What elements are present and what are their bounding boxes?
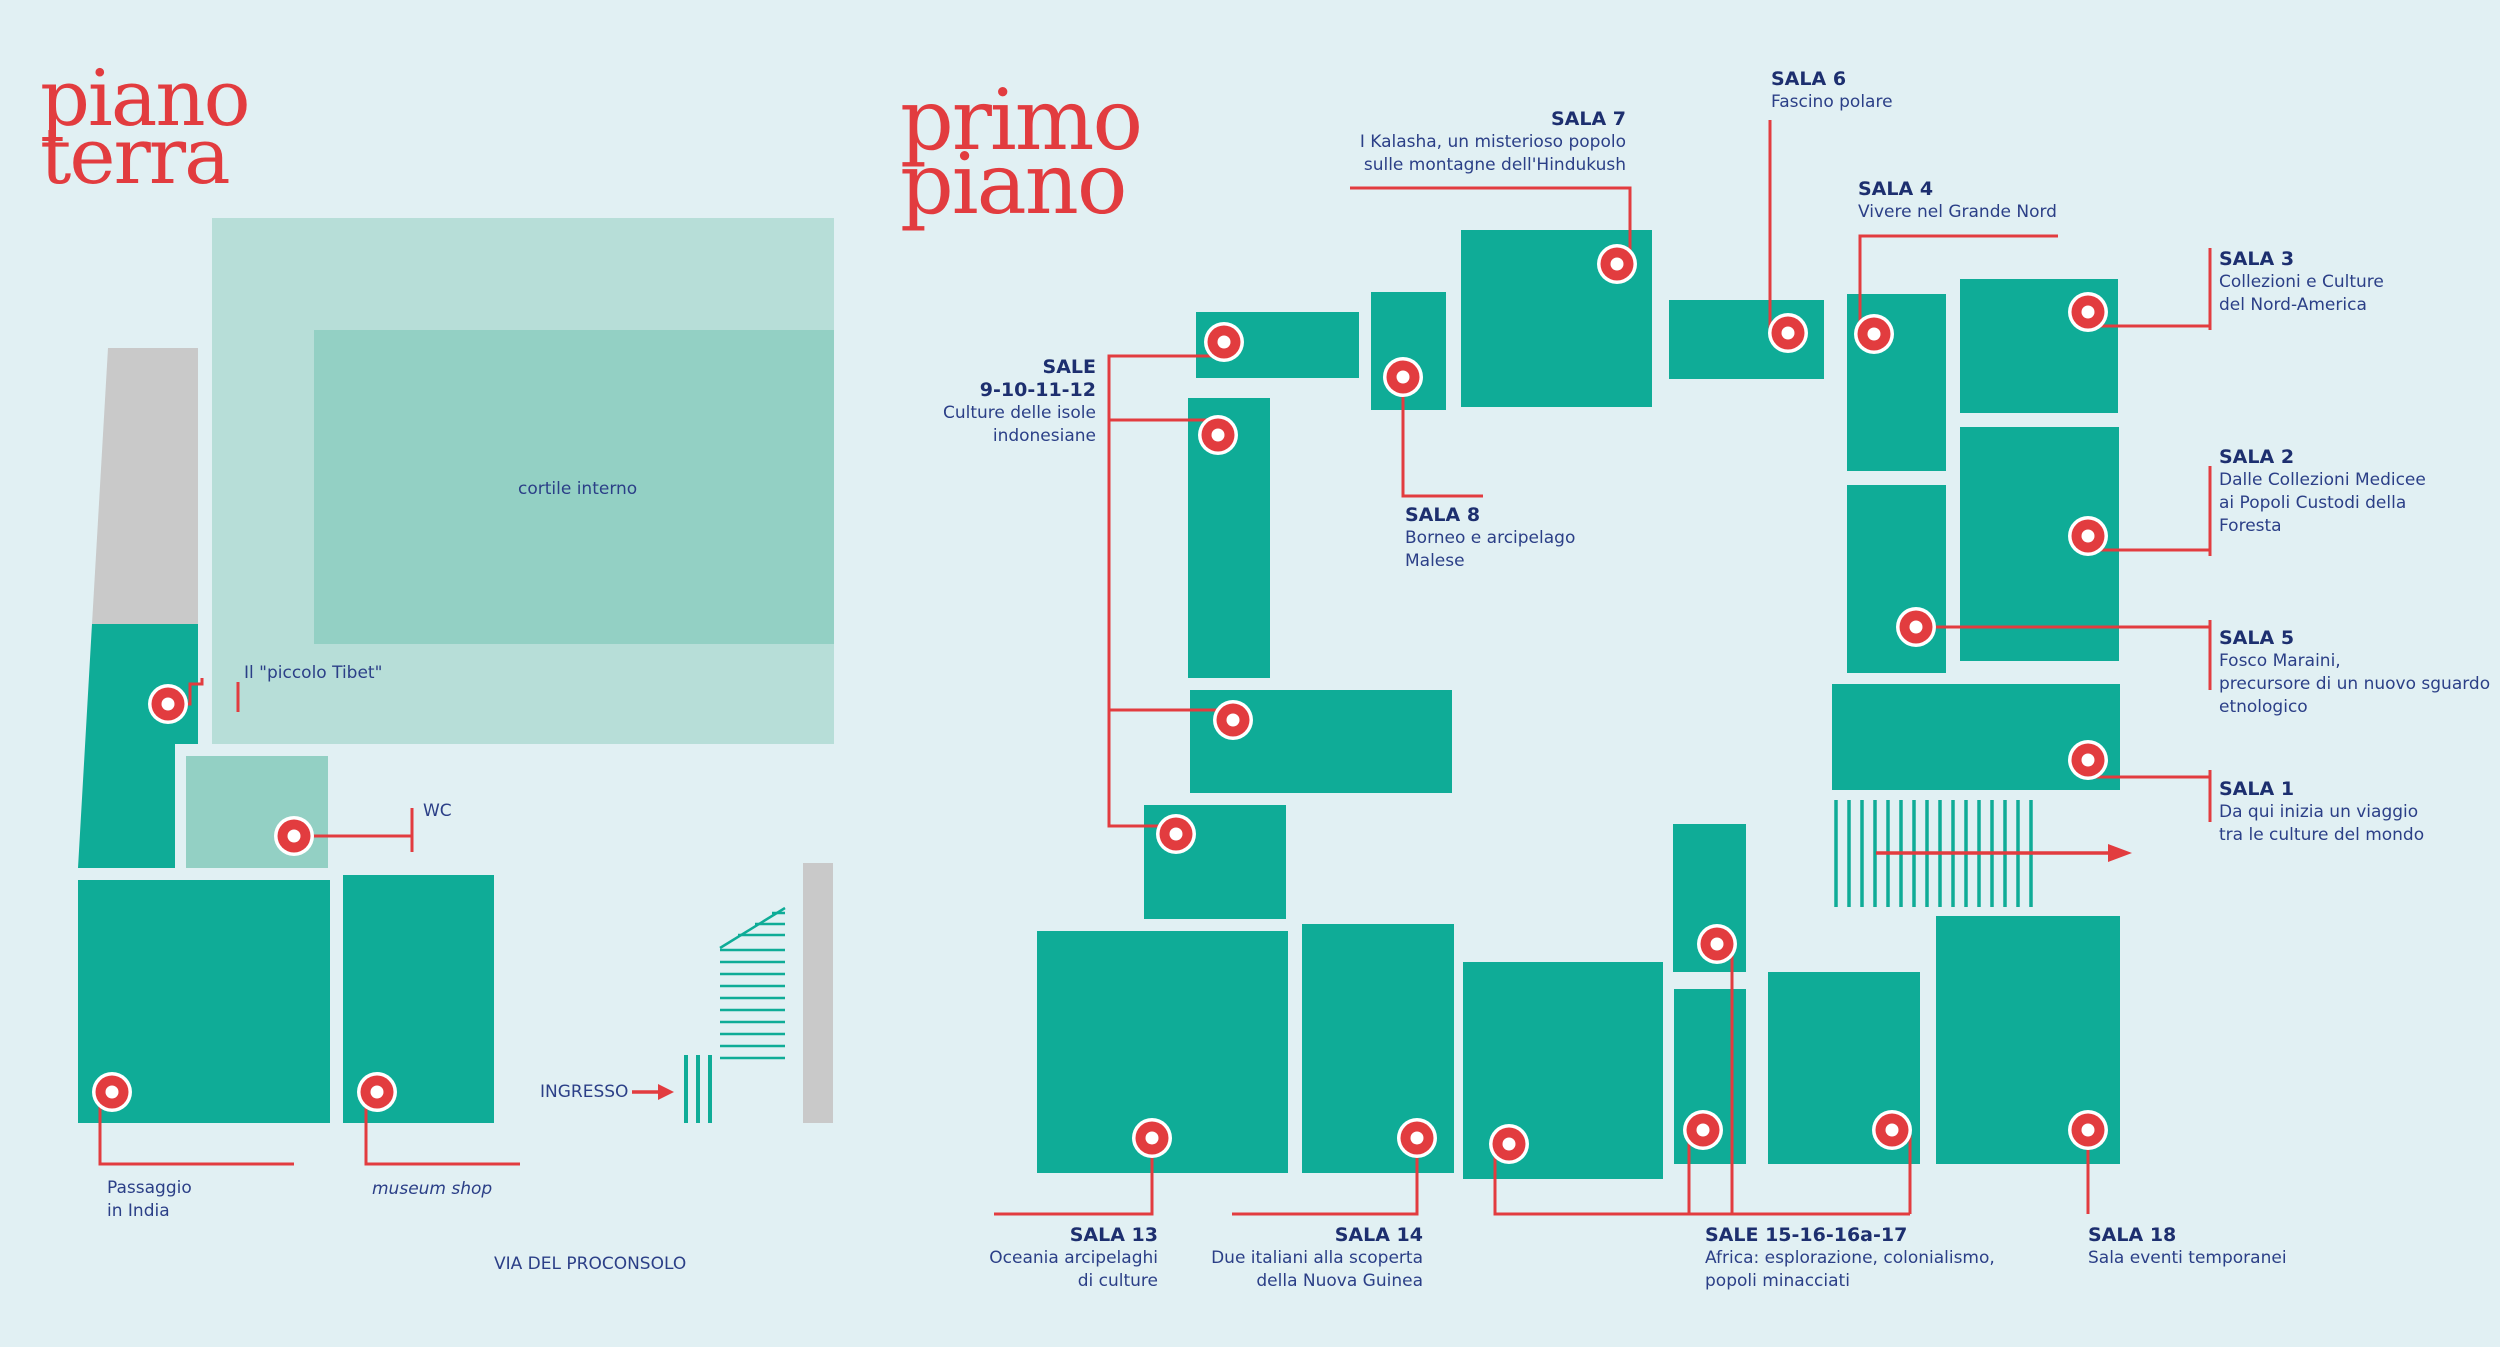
sale-9-12-heading1: SALE	[1042, 356, 1096, 378]
sala-4-heading: SALA 4	[1858, 178, 1934, 200]
sala-1-heading: SALA 1	[2219, 778, 2295, 800]
sala-1-label: SALA 1 Da qui inizia un viaggio tra le c…	[2219, 778, 2424, 847]
sala-7-heading: SALA 7	[1550, 108, 1626, 130]
sala-14-desc1: Due italiani alla scoperta	[1211, 1248, 1423, 1268]
sala-14-desc2: della Nuova Guinea	[1256, 1271, 1423, 1291]
first-floor-rooms	[1037, 230, 2120, 1179]
ground-leaders	[98, 678, 520, 1166]
sala-6-label: SALA 6 Fascino polare	[1771, 68, 1893, 114]
grey-building-block	[92, 348, 198, 624]
sala-13-label: SALA 13 Oceania arcipelaghi di culture	[900, 1224, 1158, 1293]
sala-18-heading: SALA 18	[2088, 1224, 2177, 1246]
sala-13-desc1: Oceania arcipelaghi	[989, 1248, 1158, 1268]
museum-shop-label: museum shop	[372, 1179, 493, 1199]
sala-18-desc1: Sala eventi temporanei	[2088, 1248, 2287, 1268]
sala-2-desc2: ai Popoli Custodi della	[2219, 493, 2407, 513]
ground-floor-title-line2: terra	[40, 112, 231, 202]
sala-2-heading: SALA 2	[2219, 446, 2295, 468]
room-sala-1	[1832, 684, 2120, 790]
sala-2-desc3: Foresta	[2219, 516, 2282, 536]
sala-1-desc1: Da qui inizia un viaggio	[2219, 802, 2419, 822]
sala-2-desc1: Dalle Collezioni Medicee	[2219, 470, 2426, 490]
sala-1-desc2: tra le culture del mondo	[2219, 825, 2425, 845]
first-floor-title-line1: primo	[900, 71, 1143, 169]
sala-6-heading: SALA 6	[1771, 68, 1847, 90]
sala-8-label: SALA 8 Borneo e arcipelago Malese	[1405, 504, 1575, 573]
ground-floor-title-line1: piano	[40, 54, 251, 144]
sala-3-heading: SALA 3	[2219, 248, 2295, 270]
sala-13-desc2: di culture	[1077, 1271, 1158, 1291]
wc-label: WC	[423, 801, 452, 821]
sala-3-label: SALA 3 Collezioni e Culture del Nord-Ame…	[2219, 248, 2384, 317]
passaggio-line2: in India	[107, 1201, 170, 1221]
room-sala-5	[1847, 485, 1946, 673]
courtyard-inner	[314, 330, 834, 644]
first-floor-title-line2: piano	[900, 135, 1127, 233]
piccolo-tibet-label: Il "piccolo Tibet"	[244, 663, 383, 683]
grey-wall-strip	[803, 863, 833, 1123]
sala-7-desc1: I Kalasha, un misterioso popolo	[1359, 132, 1626, 152]
sala-3-desc2: del Nord-America	[2219, 295, 2367, 315]
sale-15-17-desc1: Africa: esplorazione, colonialismo,	[1705, 1248, 1995, 1268]
sala-4-label: SALA 4 Vivere nel Grande Nord	[1858, 178, 2057, 224]
sala-5-desc2: precursore di un nuovo sguardo	[2219, 674, 2491, 694]
sala-5-desc1: Fosco Maraini,	[2219, 651, 2341, 671]
passaggio-in-india-label: Passaggio in India	[107, 1177, 192, 1223]
sale-9-12-desc1: Culture delle isole	[942, 403, 1096, 423]
sala-4-desc1: Vivere nel Grande Nord	[1858, 202, 2057, 222]
first-floor-title: primo piano	[900, 71, 1143, 233]
sala-5-label: SALA 5 Fosco Maraini, precursore di un n…	[2219, 627, 2490, 719]
ingresso-label: INGRESSO	[540, 1082, 629, 1102]
ground-floor-title: piano terra	[40, 54, 251, 202]
sala1-arrow-icon	[1876, 844, 2132, 862]
room-piccolo-tibet	[78, 624, 198, 868]
sala-8-desc2: Malese	[1405, 551, 1465, 571]
sale-15-17-label: SALE 15-16-16a-17 Africa: esplorazione, …	[1705, 1224, 1995, 1293]
sala-14-label: SALA 14 Due italiani alla scoperta della…	[1150, 1224, 1423, 1293]
sala-8-desc1: Borneo e arcipelago	[1405, 528, 1576, 548]
arrow-right-icon	[632, 1084, 674, 1100]
street-label: VIA DEL PROCONSOLO	[494, 1254, 687, 1274]
sale-15-17-desc2: popoli minacciati	[1705, 1271, 1850, 1291]
sala-8-heading: SALA 8	[1405, 504, 1481, 526]
sala-18-label: SALA 18 Sala eventi temporanei	[2088, 1224, 2287, 1270]
sala-7-label: SALA 7 I Kalasha, un misterioso popolo s…	[1300, 108, 1626, 177]
sale-9-12-label: SALE 9-10-11-12 Culture delle isole indo…	[900, 356, 1096, 448]
sale-15-17-heading: SALE 15-16-16a-17	[1705, 1224, 1908, 1246]
sala-5-heading: SALA 5	[2219, 627, 2295, 649]
sala-5-desc3: etnologico	[2219, 697, 2308, 717]
sala-3-desc1: Collezioni e Culture	[2219, 272, 2384, 292]
passaggio-line1: Passaggio	[107, 1178, 192, 1198]
stairs-icon	[684, 906, 786, 1123]
sale-9-12-desc2: indonesiane	[992, 426, 1096, 446]
sala-6-desc1: Fascino polare	[1771, 92, 1893, 112]
sale-9-12-heading2: 9-10-11-12	[979, 379, 1096, 401]
courtyard-label: cortile interno	[518, 479, 638, 499]
sala-2-label: SALA 2 Dalle Collezioni Medicee ai Popol…	[2219, 446, 2426, 538]
sala-14-heading: SALA 14	[1334, 1224, 1423, 1246]
sala-7-desc2: sulle montagne dell'Hindukush	[1363, 155, 1626, 175]
sala-13-heading: SALA 13	[1069, 1224, 1158, 1246]
